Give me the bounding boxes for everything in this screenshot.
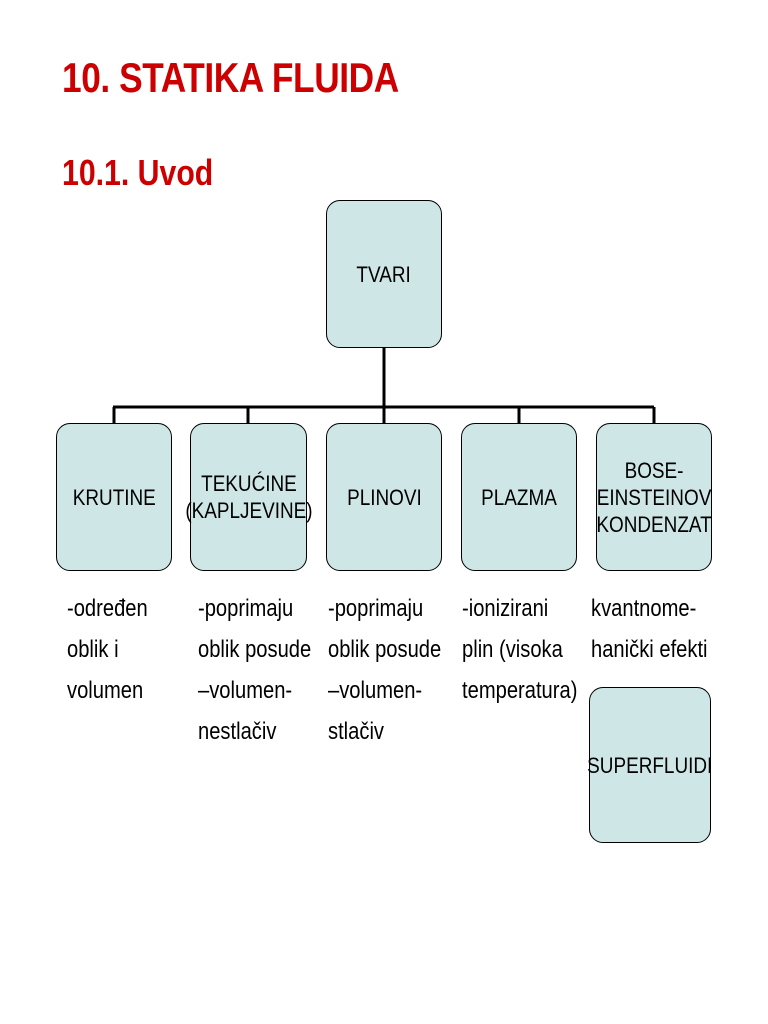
desc-plazma: -ionizirani plin (visoka temperatura)	[462, 595, 578, 704]
node-plazma: PLAZMA	[461, 423, 577, 571]
node-tekucine: TEKUĆINE (KAPLJEVINE)	[185, 423, 312, 571]
desc-krutine: -određen oblik i volumen	[67, 595, 148, 704]
node-tekucine-label: TEKUĆINE (KAPLJEVINE)	[184, 471, 313, 523]
node-tvari: TVARI	[326, 200, 442, 348]
page-title: 10. STATIKA FLUIDA	[62, 54, 399, 101]
node-tvari-label: TVARI	[356, 261, 412, 287]
node-krutine: KRUTINE	[56, 423, 172, 571]
desc-plinovi: -poprimaju oblik posude –volumen- stlači…	[328, 595, 442, 745]
node-plinovi: PLINOVI	[326, 423, 442, 571]
node-plinovi-label: PLINOVI	[346, 484, 422, 510]
node-bose-einstein-label: BOSE- EINSTEINOV KONDENZAT	[596, 457, 712, 537]
node-krutine-label: KRUTINE	[72, 484, 156, 510]
node-superfluidi-label: SUPERFLUIDI	[587, 752, 713, 778]
section-subtitle: 10.1. Uvod	[62, 152, 214, 193]
node-bose-einstein: BOSE- EINSTEINOV KONDENZAT	[596, 423, 712, 571]
node-superfluidi: SUPERFLUIDI	[587, 687, 713, 843]
desc-bose-einstein: kvantnome- hanički efekti	[591, 595, 708, 663]
node-plazma-label: PLAZMA	[481, 484, 557, 510]
desc-tekucine: -poprimaju oblik posude –volumen- nestla…	[198, 595, 312, 745]
